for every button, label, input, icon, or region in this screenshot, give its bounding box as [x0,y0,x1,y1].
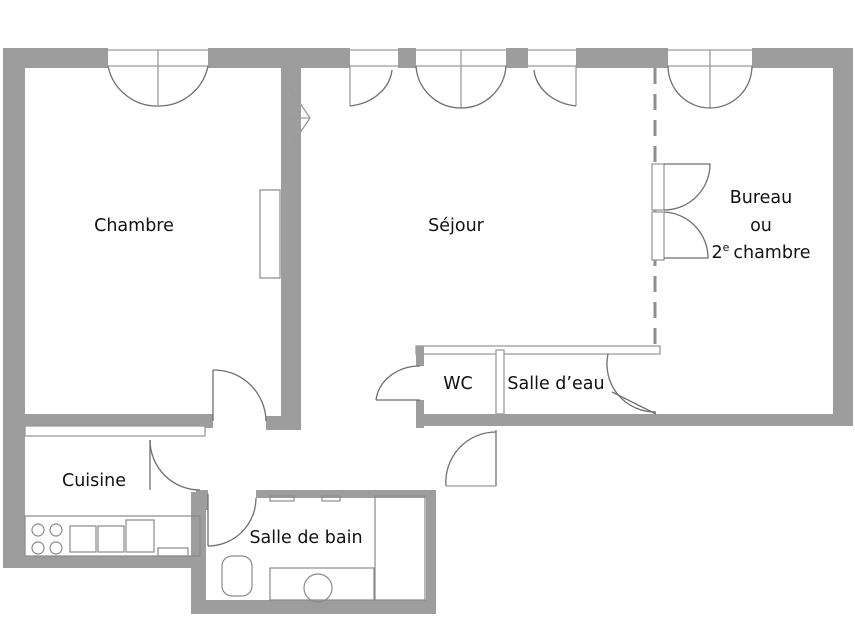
doors [149,89,711,547]
label-wc: WC [443,374,473,394]
label-bureau-line2: ou [750,216,772,236]
label-sejour: Séjour [428,216,485,236]
fixtures [24,189,426,603]
label-bureau-num: 2 [711,243,722,263]
label-bureau-sup: e [723,241,730,254]
exterior-walls [3,48,853,614]
windows [107,49,753,109]
label-bureau-line1: Bureau [730,188,793,208]
interior-walls [24,66,661,437]
label-salle-deau: Salle d’eau [507,374,604,394]
label-salle-de-bain: Salle de bain [249,528,362,548]
label-bureau-rest: chambre [733,243,810,263]
label-chambre: Chambre [94,216,174,236]
label-cuisine: Cuisine [62,471,126,491]
